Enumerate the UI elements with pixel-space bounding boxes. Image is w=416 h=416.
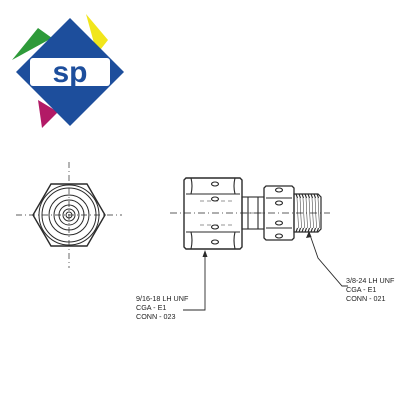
callout-right-conn: CONN - 021 — [346, 294, 386, 303]
logo-yellow-wedge — [86, 14, 108, 54]
left-leader-arrowhead — [202, 250, 208, 257]
thread-line — [311, 197, 314, 229]
threaded-stem — [293, 193, 322, 233]
nut-body — [183, 177, 243, 250]
logo-magenta-wedge — [38, 100, 58, 128]
thread-line — [302, 197, 305, 229]
thread-crests-bottom — [295, 227, 320, 233]
thread-line — [314, 197, 317, 229]
callout-left-cga: CGA - E1 — [136, 303, 166, 312]
logo-text: sp — [52, 56, 87, 89]
neck-collar — [241, 196, 265, 230]
callout-left: 9/16-18 LH UNF CGA - E1 CONN - 023 — [136, 294, 189, 321]
left-leader-line — [183, 252, 206, 311]
logo-text-panel — [30, 58, 110, 86]
leader-lines — [183, 231, 348, 311]
logo-green-wedge — [12, 28, 52, 60]
hex-outline — [32, 183, 106, 247]
callout-right-cga: CGA - E1 — [346, 285, 376, 294]
thread-line — [296, 197, 299, 229]
side-view-connector — [170, 177, 330, 250]
bore-circle-2 — [53, 199, 85, 231]
chamfer-circle-inner — [41, 187, 97, 243]
thread-line — [299, 197, 302, 229]
bore-circle-4 — [62, 208, 76, 222]
company-logo: sp — [12, 14, 124, 128]
bore-circle-1 — [48, 194, 90, 236]
thread-line — [317, 197, 320, 229]
bore-circle-3 — [58, 204, 80, 226]
end-view-hex-nut — [16, 162, 122, 268]
callout-right-thread: 3/8-24 LH UNF — [346, 276, 395, 285]
right-leader-line — [308, 231, 348, 287]
right-leader-arrowhead — [306, 231, 312, 238]
hex-fitting — [263, 185, 295, 241]
thread-crests-top — [295, 193, 320, 199]
thread-line — [305, 197, 308, 229]
callout-left-thread: 9/16-18 LH UNF — [136, 294, 189, 303]
thread-line — [308, 197, 311, 229]
callout-left-conn: CONN - 023 — [136, 312, 176, 321]
bore-circle-5 — [65, 211, 73, 219]
chamfer-circle-outer — [38, 184, 100, 246]
callout-right: 3/8-24 LH UNF CGA - E1 CONN - 021 — [346, 276, 395, 303]
